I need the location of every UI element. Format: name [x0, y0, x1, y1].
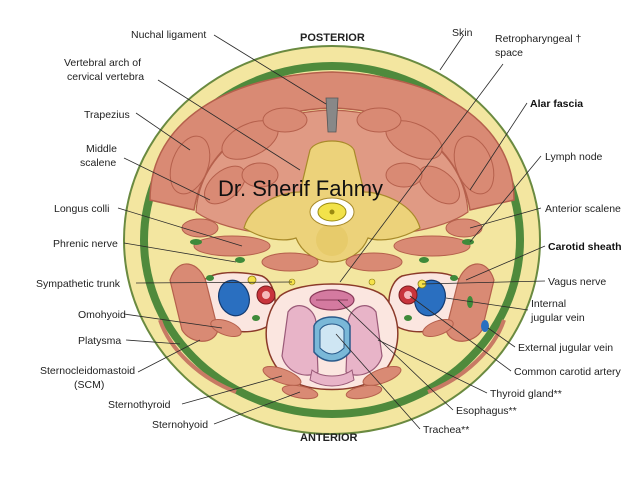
- label-sternocleidomastoid-line1: Sternocleidomastoid: [40, 365, 135, 377]
- prevertebral-muscles: [181, 218, 483, 272]
- platysma-left: [158, 319, 237, 394]
- label-nuchal-ligament: Nuchal ligament: [131, 29, 206, 41]
- label-sternothyroid: Sternothyroid: [108, 399, 171, 411]
- carotid-lumen-right: [404, 291, 412, 299]
- omohyoid-right: [422, 318, 454, 338]
- label-thyroid-gland: Thyroid gland**: [490, 388, 562, 400]
- label-sternocleidomastoid-line2: (SCM): [74, 379, 104, 391]
- sympathetic-trunk-shape-right: [368, 278, 376, 286]
- watermark-text: Dr. Sherif Fahmy: [218, 176, 383, 201]
- external-jugular-vein-shape: [481, 320, 489, 332]
- label-external-jugular-vein: External jugular vein: [518, 342, 613, 354]
- lymph-nodes: [190, 239, 474, 321]
- vagus-nerve-left: [247, 275, 257, 285]
- leader-lines: [117, 34, 546, 430]
- label-common-carotid-artery: Common carotid artery: [514, 366, 622, 378]
- thyroid-lobe-left: [281, 305, 319, 376]
- central-canal: [329, 209, 335, 215]
- omohyoid-left: [210, 318, 242, 338]
- vertebra-texture: [316, 224, 348, 256]
- label-retropharyngeal-line1: Retropharyngeal †: [495, 33, 582, 45]
- label-vagus-nerve: Vagus nerve: [548, 276, 606, 288]
- posterior-label: POSTERIOR: [300, 32, 365, 44]
- label-phrenic-nerve: Phrenic nerve: [53, 238, 118, 250]
- label-retropharyngeal-line2: space: [495, 47, 523, 59]
- label-skin: Skin: [452, 27, 473, 39]
- nuchal-ligament-shape: [325, 97, 339, 133]
- label-esophagus: Esophagus**: [456, 405, 517, 417]
- label-internal-jugular-line2: jugular vein: [530, 312, 585, 324]
- label-sympathetic-trunk: Sympathetic trunk: [36, 278, 121, 290]
- label-carotid-sheath: Carotid sheath: [548, 241, 622, 253]
- label-vertebral-arch-line2: cervical vertebra: [67, 71, 144, 83]
- label-anterior-scalene: Anterior scalene: [545, 203, 621, 215]
- label-platysma: Platysma: [78, 335, 121, 347]
- label-vertebral-arch-line1: Vertebral arch of: [64, 57, 141, 69]
- internal-jugular-vein-left: [218, 279, 250, 317]
- label-middle-scalene-line1: Middle: [86, 143, 117, 155]
- muscle-bundles: [169, 107, 495, 205]
- anterior-label: ANTERIOR: [300, 432, 358, 444]
- label-omohyoid: Omohyoid: [78, 309, 126, 321]
- label-lymph-node: Lymph node: [545, 151, 603, 163]
- label-internal-jugular-line1: Internal: [531, 298, 566, 310]
- label-longus-colli: Longus colli: [54, 203, 109, 215]
- label-trachea: Trachea**: [423, 424, 469, 436]
- label-middle-scalene-line2: scalene: [80, 157, 116, 169]
- trachea-lumen: [319, 323, 345, 355]
- thyroid-isthmus: [309, 369, 355, 387]
- carotid-lumen-left: [262, 291, 270, 299]
- platysma-right: [427, 319, 506, 394]
- label-alar-fascia: Alar fascia: [530, 98, 583, 110]
- thyroid-lobe-right: [345, 305, 383, 376]
- label-sternohyoid: Sternohyoid: [152, 419, 208, 431]
- label-trapezius: Trapezius: [84, 109, 130, 121]
